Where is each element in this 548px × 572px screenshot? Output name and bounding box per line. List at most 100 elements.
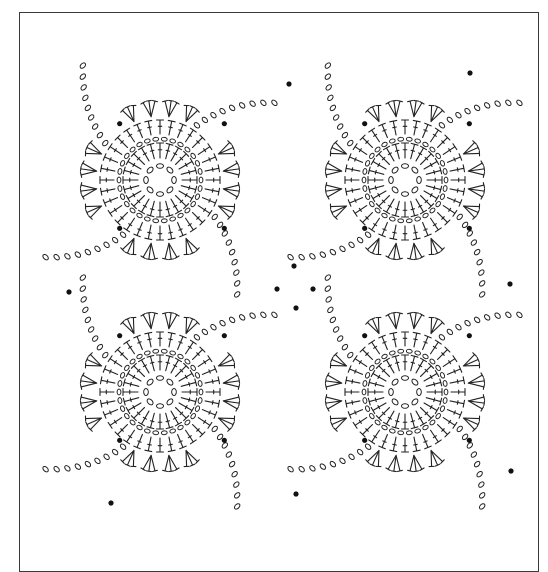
double-crochet-icon (115, 213, 127, 225)
cluster-stitch-icon (223, 161, 239, 177)
chain-stitch-icon (319, 251, 326, 258)
double-crochet-icon (353, 144, 367, 155)
chain-stitch-icon (440, 372, 446, 379)
double-crochet-icon (424, 403, 439, 414)
double-crochet-icon (383, 411, 394, 426)
chain-stitch-icon (443, 397, 448, 403)
chain-stitch-icon (103, 453, 110, 460)
chain-stitch-icon (166, 398, 174, 406)
cluster-stitch-icon (429, 238, 444, 254)
chain-stitch-icon (429, 358, 436, 365)
double-crochet-icon (145, 225, 152, 239)
double-crochet-icon (424, 191, 439, 202)
double-crochet-icon (131, 151, 144, 164)
double-crochet-icon (423, 222, 432, 236)
chain-stitch-icon (478, 291, 485, 298)
chain-stitch-icon (440, 160, 446, 167)
double-crochet-icon (371, 403, 386, 414)
slip-stitch-dot (467, 226, 472, 231)
chain-stitch-icon (422, 212, 429, 218)
double-crochet-icon (205, 165, 219, 172)
chain-stitch-icon (324, 62, 331, 69)
slip-stitch-dot (362, 121, 367, 126)
cluster-stitch-icon (223, 373, 239, 389)
chain-stitch-icon (414, 216, 421, 221)
chain-stitch-icon (374, 146, 381, 153)
chain-stitch-icon (398, 219, 404, 223)
double-crochet-icon (450, 165, 464, 172)
chain-stitch-icon (389, 138, 396, 143)
chain-stitch-icon (374, 419, 381, 426)
double-crochet-icon (348, 154, 362, 163)
cluster-stitch-icon (218, 416, 234, 431)
chain-stitch-icon (339, 457, 346, 464)
double-crochet-icon (443, 206, 457, 217)
chain-stitch-icon (156, 164, 163, 169)
chain-stitch-icon (444, 389, 448, 395)
chain-stitch-icon (398, 349, 404, 353)
chain-stitch-icon (347, 351, 354, 358)
double-crochet-icon (176, 151, 189, 164)
cluster-stitch-icon (80, 395, 96, 411)
chain-stitch-icon (84, 248, 91, 255)
cluster-stitch-icon (386, 243, 402, 259)
chain-stitch-icon (144, 138, 151, 143)
double-crochet-icon (157, 332, 164, 346)
double-crochet-icon (206, 389, 220, 396)
slip-stitch-dot (117, 226, 122, 231)
chain-stitch-icon (411, 378, 419, 386)
double-crochet-icon (108, 356, 122, 367)
cluster-stitch-icon (468, 373, 484, 389)
slip-stitch-dot (117, 121, 122, 126)
chain-stitch-icon (470, 451, 477, 458)
chain-stitch-icon (473, 460, 480, 467)
chain-stitch-icon (391, 378, 399, 386)
chain-stitch-icon (381, 141, 388, 147)
double-crochet-icon (171, 358, 182, 373)
chain-stitch-icon (201, 328, 208, 335)
double-crochet-icon (451, 389, 465, 396)
chain-stitch-icon (435, 413, 441, 420)
double-crochet-icon (348, 410, 362, 419)
cluster-stitch-icon (163, 243, 179, 259)
cluster-stitch-icon (463, 204, 479, 219)
double-crochet-icon (147, 143, 154, 158)
chain-stitch-icon (417, 388, 422, 395)
double-crochet-icon (360, 135, 372, 147)
double-crochet-icon (100, 177, 114, 184)
chain-stitch-icon (483, 102, 490, 109)
chain-stitch-icon (199, 177, 203, 183)
chain-stitch-icon (422, 424, 429, 430)
chain-stitch-icon (211, 213, 218, 220)
chain-stitch-icon (435, 201, 441, 208)
chain-stitch-icon (228, 248, 235, 255)
cluster-stitch-icon (163, 312, 179, 328)
double-crochet-icon (181, 167, 196, 174)
double-crochet-icon (423, 123, 432, 137)
chain-stitch-icon (411, 186, 419, 194)
chain-stitch-icon (117, 168, 122, 174)
chain-stitch-icon (120, 160, 126, 167)
double-crochet-icon (345, 165, 359, 172)
chain-stitch-icon (238, 102, 245, 109)
double-crochet-icon (205, 377, 219, 384)
double-crochet-icon (438, 425, 450, 437)
chain-stitch-icon (309, 465, 316, 472)
chain-stitch-icon (389, 388, 394, 395)
double-crochet-icon (166, 201, 173, 216)
chain-stitch-icon (443, 185, 448, 191)
cluster-stitch-icon (408, 455, 424, 471)
join-dot (108, 500, 113, 505)
cluster-stitch-icon (366, 450, 381, 466)
chain-stitch-icon (111, 448, 118, 455)
chain-stitch-icon (443, 380, 448, 386)
double-crochet-icon (379, 222, 388, 236)
double-crochet-icon (179, 158, 194, 169)
chain-stitch-icon (324, 73, 331, 80)
join-dot (291, 263, 296, 268)
chain-stitch-icon (249, 312, 256, 319)
double-crochet-icon (421, 363, 434, 376)
double-crochet-icon (126, 403, 141, 414)
double-crochet-icon (426, 167, 441, 174)
chain-stitch-icon (260, 311, 267, 318)
